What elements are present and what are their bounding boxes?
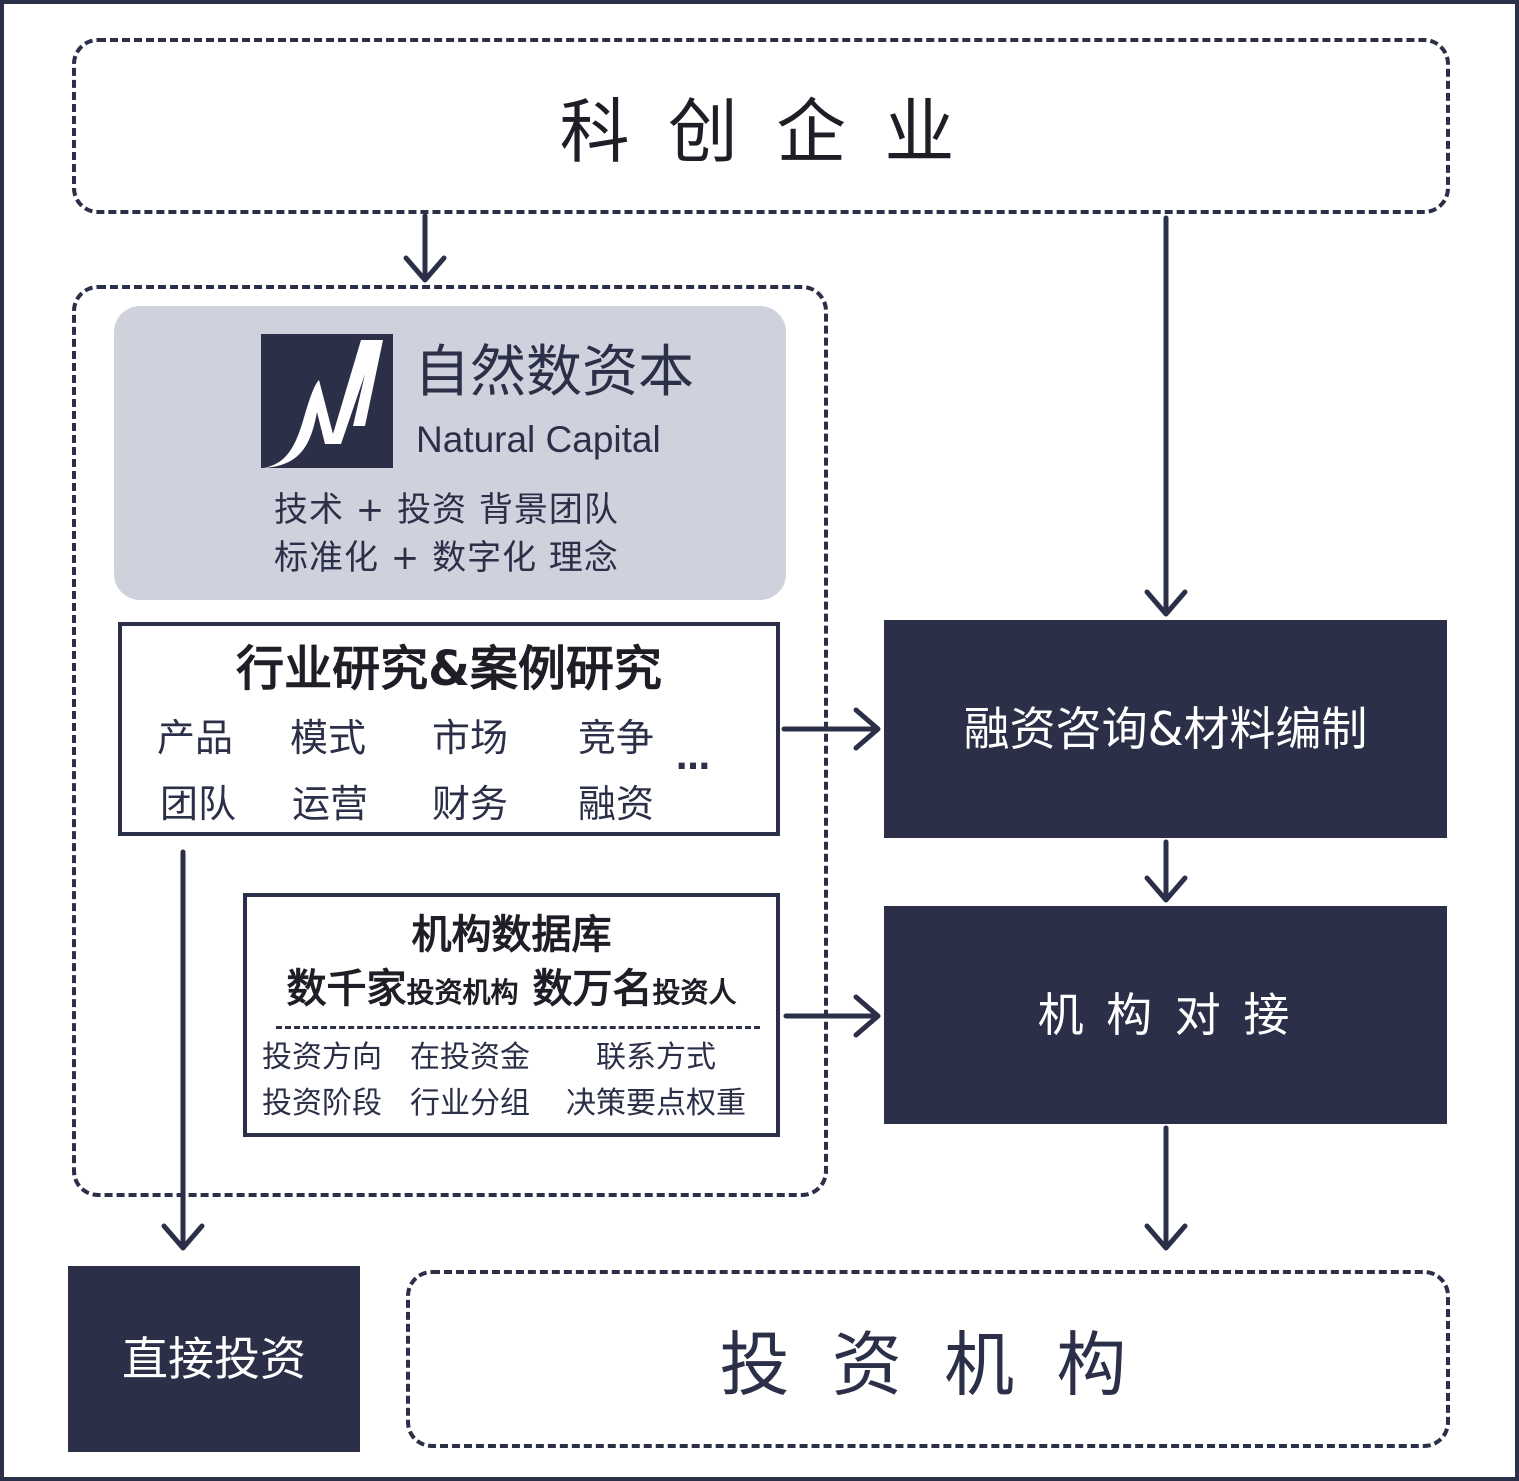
financing-consulting-label: 融资咨询&材料编制 (963, 702, 1368, 756)
natural-capital-container (72, 285, 828, 1197)
investment-institutions-title: 投 资 机 构 (719, 1323, 1137, 1406)
database-box (243, 893, 780, 1137)
database-field: 投资方向 (262, 1040, 382, 1075)
brand-panel (114, 306, 786, 600)
research-more: … (676, 738, 710, 778)
research-item: 竞争 (578, 716, 655, 760)
research-item: 市场 (432, 716, 509, 760)
direct-investment-label: 直接投资 (122, 1332, 306, 1386)
arrow-head (853, 707, 881, 751)
research-item: 模式 (290, 716, 367, 760)
brand-tagline-1: 技术 + 投资 背景团队 (274, 490, 619, 530)
financing-consulting-box: 融资咨询&材料编制 (884, 620, 1447, 838)
institution-count-label: 投资机构 (406, 976, 519, 1009)
arrow-head (1144, 589, 1188, 617)
brand-name-en: Natural Capital (416, 419, 661, 460)
research-item: 产品 (157, 716, 234, 760)
investment-institutions-box: 投 资 机 构 (406, 1270, 1450, 1448)
research-title: 行业研究&案例研究 (236, 641, 662, 697)
tech-enterprise-box: 科 创 企 业 (72, 38, 1450, 214)
brand-name-cn: 自然数资本 (414, 340, 694, 405)
investor-count: 数万名 (532, 966, 653, 1012)
database-title: 机构数据库 (411, 912, 612, 958)
arrow-head (1144, 875, 1188, 903)
database-field: 投资阶段 (262, 1086, 382, 1121)
arrow-head (1144, 1223, 1188, 1251)
research-item: 财务 (432, 782, 509, 826)
database-divider (276, 1026, 760, 1029)
research-item: 融资 (578, 782, 655, 826)
research-box (118, 622, 780, 836)
database-field: 在投资金 (410, 1040, 530, 1075)
research-item: 团队 (160, 782, 237, 826)
database-counts: 数千家 投资机构 数万名 投资人 (243, 964, 780, 1018)
institution-matching-box: 机 构 对 接 (884, 906, 1447, 1124)
brand-tagline-2: 标准化 + 数字化 理念 (274, 538, 619, 578)
research-item: 运营 (292, 782, 369, 826)
arrow-head (853, 994, 881, 1038)
database-field: 决策要点权重 (566, 1086, 746, 1121)
investor-count-label: 投资人 (652, 976, 737, 1009)
arrow-head (161, 1223, 205, 1251)
arrow-head (403, 255, 447, 283)
natural-capital-logo-icon (261, 334, 393, 468)
institution-matching-label: 机 构 对 接 (1037, 988, 1294, 1042)
tech-enterprise-title: 科 创 企 业 (559, 90, 963, 173)
direct-investment-box: 直接投资 (68, 1266, 360, 1452)
database-field: 联系方式 (596, 1040, 716, 1075)
institution-count: 数千家 (286, 966, 407, 1012)
database-field: 行业分组 (410, 1086, 530, 1121)
